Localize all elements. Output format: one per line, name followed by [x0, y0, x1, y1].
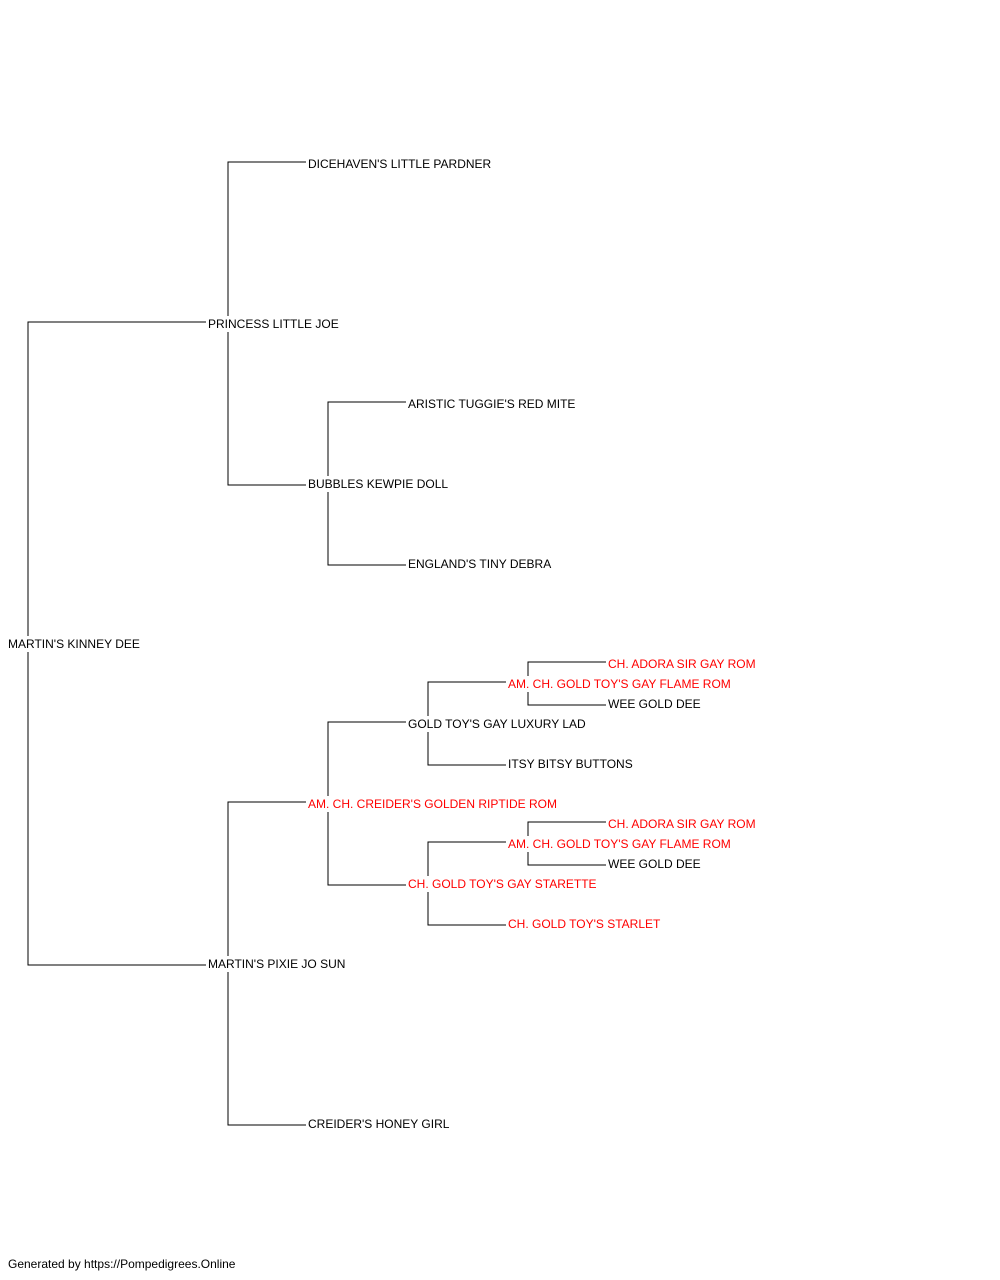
dam-sire-sire-sire-connector-up [527, 661, 606, 676]
generated-by-footer: Generated by https://Pompedigrees.Online [8, 1257, 236, 1271]
subject-name[interactable]: MARTIN'S KINNEY DEE [6, 637, 142, 651]
sire-dam-dam-name[interactable]: ENGLAND'S TINY DEBRA [406, 557, 554, 571]
sire-sire-name[interactable]: DICEHAVEN'S LITTLE PARDNER [306, 157, 494, 171]
dam-dam-name[interactable]: CREIDER'S HONEY GIRL [306, 1117, 452, 1131]
sire-connector-up [227, 161, 306, 316]
dam-sire-dam-sire-dam-name[interactable]: WEE GOLD DEE [606, 857, 703, 871]
dam-sire-dam-name[interactable]: CH. GOLD TOY'S GAY STARETTE [406, 877, 599, 891]
dam-sire-sire-sire-name[interactable]: AM. CH. GOLD TOY'S GAY FLAME ROM [506, 677, 733, 691]
dam-sire-dam-connector-up [427, 841, 506, 876]
dam-sire-dam-sire-connector-up [527, 821, 606, 836]
subject-connector-down [27, 652, 206, 966]
sire-dam-connector-up [327, 401, 406, 476]
sire-dam-sire-name[interactable]: ARISTIC TUGGIE'S RED MITE [406, 397, 578, 411]
dam-name[interactable]: MARTIN'S PIXIE JO SUN [206, 957, 348, 971]
subject-connector-up [27, 321, 206, 636]
dam-connector-down [227, 972, 306, 1126]
dam-sire-dam-sire-name[interactable]: AM. CH. GOLD TOY'S GAY FLAME ROM [506, 837, 733, 851]
dam-sire-dam-sire-connector-down [527, 852, 606, 866]
dam-sire-dam-sire-sire-name[interactable]: CH. ADORA SIR GAY ROM [606, 817, 758, 831]
dam-sire-sire-connector-up [427, 681, 506, 716]
sire-connector-down [227, 332, 306, 486]
dam-sire-name[interactable]: AM. CH. CREIDER'S GOLDEN RIPTIDE ROM [306, 797, 559, 811]
dam-sire-dam-connector-down [427, 892, 506, 926]
sire-dam-name[interactable]: BUBBLES KEWPIE DOLL [306, 477, 451, 491]
dam-sire-sire-sire-connector-down [527, 692, 606, 706]
dam-sire-sire-connector-down [427, 732, 506, 766]
sire-name[interactable]: PRINCESS LITTLE JOE [206, 317, 341, 331]
dam-sire-connector-up [327, 721, 406, 796]
dam-sire-sire-sire-sire-name[interactable]: CH. ADORA SIR GAY ROM [606, 657, 758, 671]
dam-sire-sire-name[interactable]: GOLD TOY'S GAY LUXURY LAD [406, 717, 588, 731]
dam-sire-sire-sire-dam-name[interactable]: WEE GOLD DEE [606, 697, 703, 711]
dam-sire-dam-dam-name[interactable]: CH. GOLD TOY'S STARLET [506, 917, 663, 931]
sire-dam-connector-down [327, 492, 406, 566]
dam-sire-connector-down [327, 812, 406, 886]
dam-sire-sire-dam-name[interactable]: ITSY BITSY BUTTONS [506, 757, 635, 771]
dam-connector-up [227, 801, 306, 956]
